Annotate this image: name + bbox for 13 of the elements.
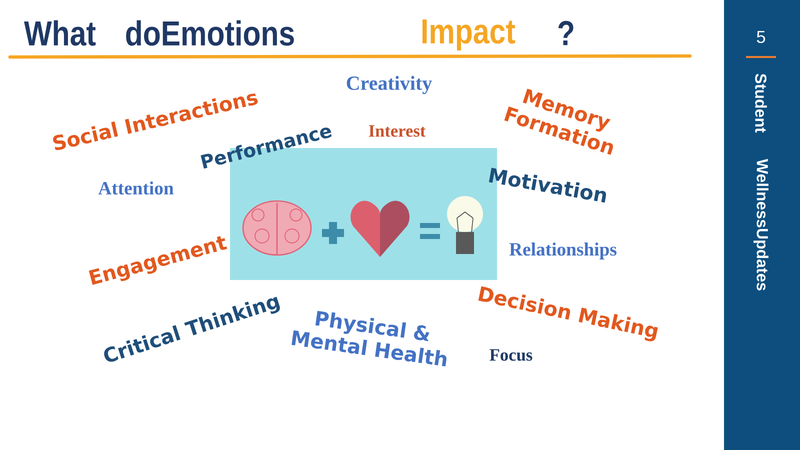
title-text: doEmotions — [126, 20, 294, 46]
word: Focus — [490, 349, 532, 361]
title-text: ? — [558, 20, 574, 46]
title-text: Impact — [422, 19, 516, 51]
page-number: 5 — [756, 30, 766, 44]
word: Creativity — [346, 76, 432, 94]
sidebar-text: Student — [755, 74, 767, 133]
word: Attention — [98, 181, 174, 195]
word: Interest — [368, 125, 426, 137]
word: Physical & Mental Health — [292, 310, 446, 366]
sidebar-text: WellnessUpdates — [754, 158, 768, 290]
title-text: What — [24, 20, 96, 46]
word: Relationships — [509, 242, 616, 260]
